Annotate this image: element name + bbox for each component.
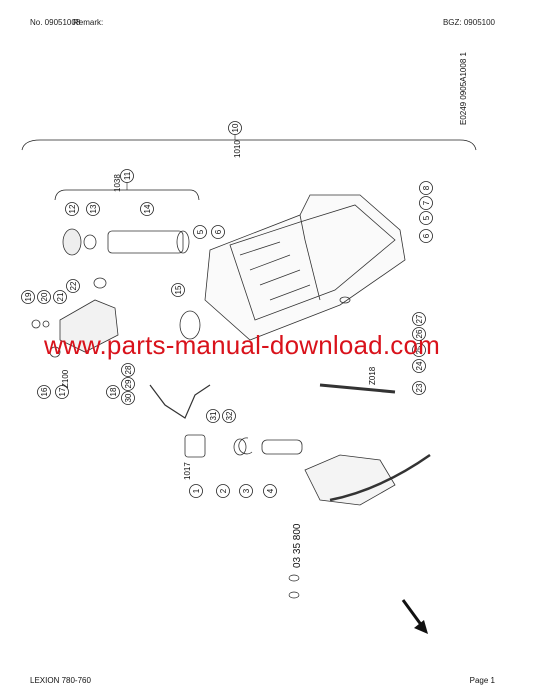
bgz-number: BGZ: 0905100 (442, 18, 495, 27)
callout-circle (419, 211, 433, 225)
callout-number: 25 (415, 345, 424, 354)
callout-circle (412, 381, 426, 395)
document-number: No. 09051008 (30, 18, 81, 27)
callout-number: 4 (266, 488, 275, 493)
callout-circle (211, 225, 225, 239)
callout-number: 16 (40, 387, 49, 396)
model-footer: LEXION 780-760 (30, 676, 91, 685)
callout-circle (86, 202, 100, 216)
callout-number: 20 (40, 292, 49, 301)
callout-number: 5 (196, 229, 205, 234)
assembly-main-callout: 10 (231, 123, 240, 132)
callout-circle (263, 484, 277, 498)
callout-circle (121, 377, 135, 391)
callout-circle (419, 196, 433, 210)
callout-number: 27 (415, 314, 424, 323)
z100-label: Z100 (61, 369, 70, 388)
callout-circle (65, 202, 79, 216)
callout-number: 32 (225, 411, 234, 420)
callout-circle (37, 290, 51, 304)
callout-circle (21, 290, 35, 304)
callout-circle (53, 290, 67, 304)
callout-number: 21 (56, 292, 65, 301)
callout-circle (239, 484, 253, 498)
callout-circle (106, 385, 120, 399)
callout-number: 8 (422, 185, 431, 190)
filter-housing (31, 277, 201, 358)
eye-icon (288, 591, 300, 599)
callout-number: 24 (415, 361, 424, 370)
callout-circle (216, 484, 230, 498)
callout-number: 7 (422, 200, 431, 205)
hydraulic-tank (204, 194, 406, 341)
callout-number: 3 (242, 488, 251, 493)
watermark-text: www.parts-manual-download.com (44, 330, 440, 360)
direction-arrow-icon (401, 599, 428, 634)
callout-circle (121, 391, 135, 405)
callout-circle (171, 283, 185, 297)
eye-icon (288, 574, 300, 582)
callout-number: 14 (143, 204, 152, 213)
callout-circle (206, 409, 220, 423)
lower-filter-parts (184, 434, 303, 458)
callout-number: 13 (89, 204, 98, 213)
callout-circle (37, 385, 51, 399)
bottom-assembly (304, 453, 431, 506)
callout-number: 19 (24, 292, 33, 301)
sight-glass (319, 383, 396, 394)
callout-circle (55, 385, 69, 399)
callout-circle (419, 229, 433, 243)
callout-number: 18 (109, 387, 118, 396)
return-line (149, 384, 211, 419)
callout-number: 31 (209, 411, 218, 420)
callout-number: 29 (124, 379, 133, 388)
callout-circle (412, 359, 426, 373)
callout-number: 6 (422, 233, 431, 238)
callout-circle (66, 279, 80, 293)
callout-circle (412, 312, 426, 326)
callout-circle (140, 202, 154, 216)
page-number: Page 1 (469, 676, 495, 685)
callout-number: 2 (219, 488, 228, 493)
callout-number: 23 (415, 383, 424, 392)
callout-number: 12 (68, 204, 77, 213)
callout-number: 22 (69, 281, 78, 290)
part-number: 03 35 800 (292, 523, 303, 568)
callout-circle (412, 327, 426, 341)
callout-circle (412, 343, 426, 357)
assembly-main-label: 1010 (233, 140, 242, 158)
assembly-sub-callout: 11 (123, 171, 132, 180)
callout-number: 1 (192, 488, 201, 493)
callout-number: 15 (174, 285, 183, 294)
drawing-code: E0249 0905A1008 1 (459, 51, 468, 125)
callout-circle (193, 225, 207, 239)
callout-circle (419, 181, 433, 195)
callout-number: 6 (214, 229, 223, 234)
part-1017-label: 1017 (183, 462, 192, 480)
callout-number: 30 (124, 393, 133, 402)
remark-label: Remark: (73, 18, 104, 27)
callout-circle (189, 484, 203, 498)
callout-number: 28 (124, 365, 133, 374)
z018-label: Z018 (368, 366, 377, 385)
filter-element-assembly (62, 228, 190, 256)
callout-circle (222, 409, 236, 423)
assembly-sub-label: 1038 (113, 174, 122, 192)
callout-number: 26 (415, 329, 424, 338)
callout-number: 5 (422, 215, 431, 220)
callout-number: 17 (58, 387, 67, 396)
callout-circle (121, 363, 135, 377)
